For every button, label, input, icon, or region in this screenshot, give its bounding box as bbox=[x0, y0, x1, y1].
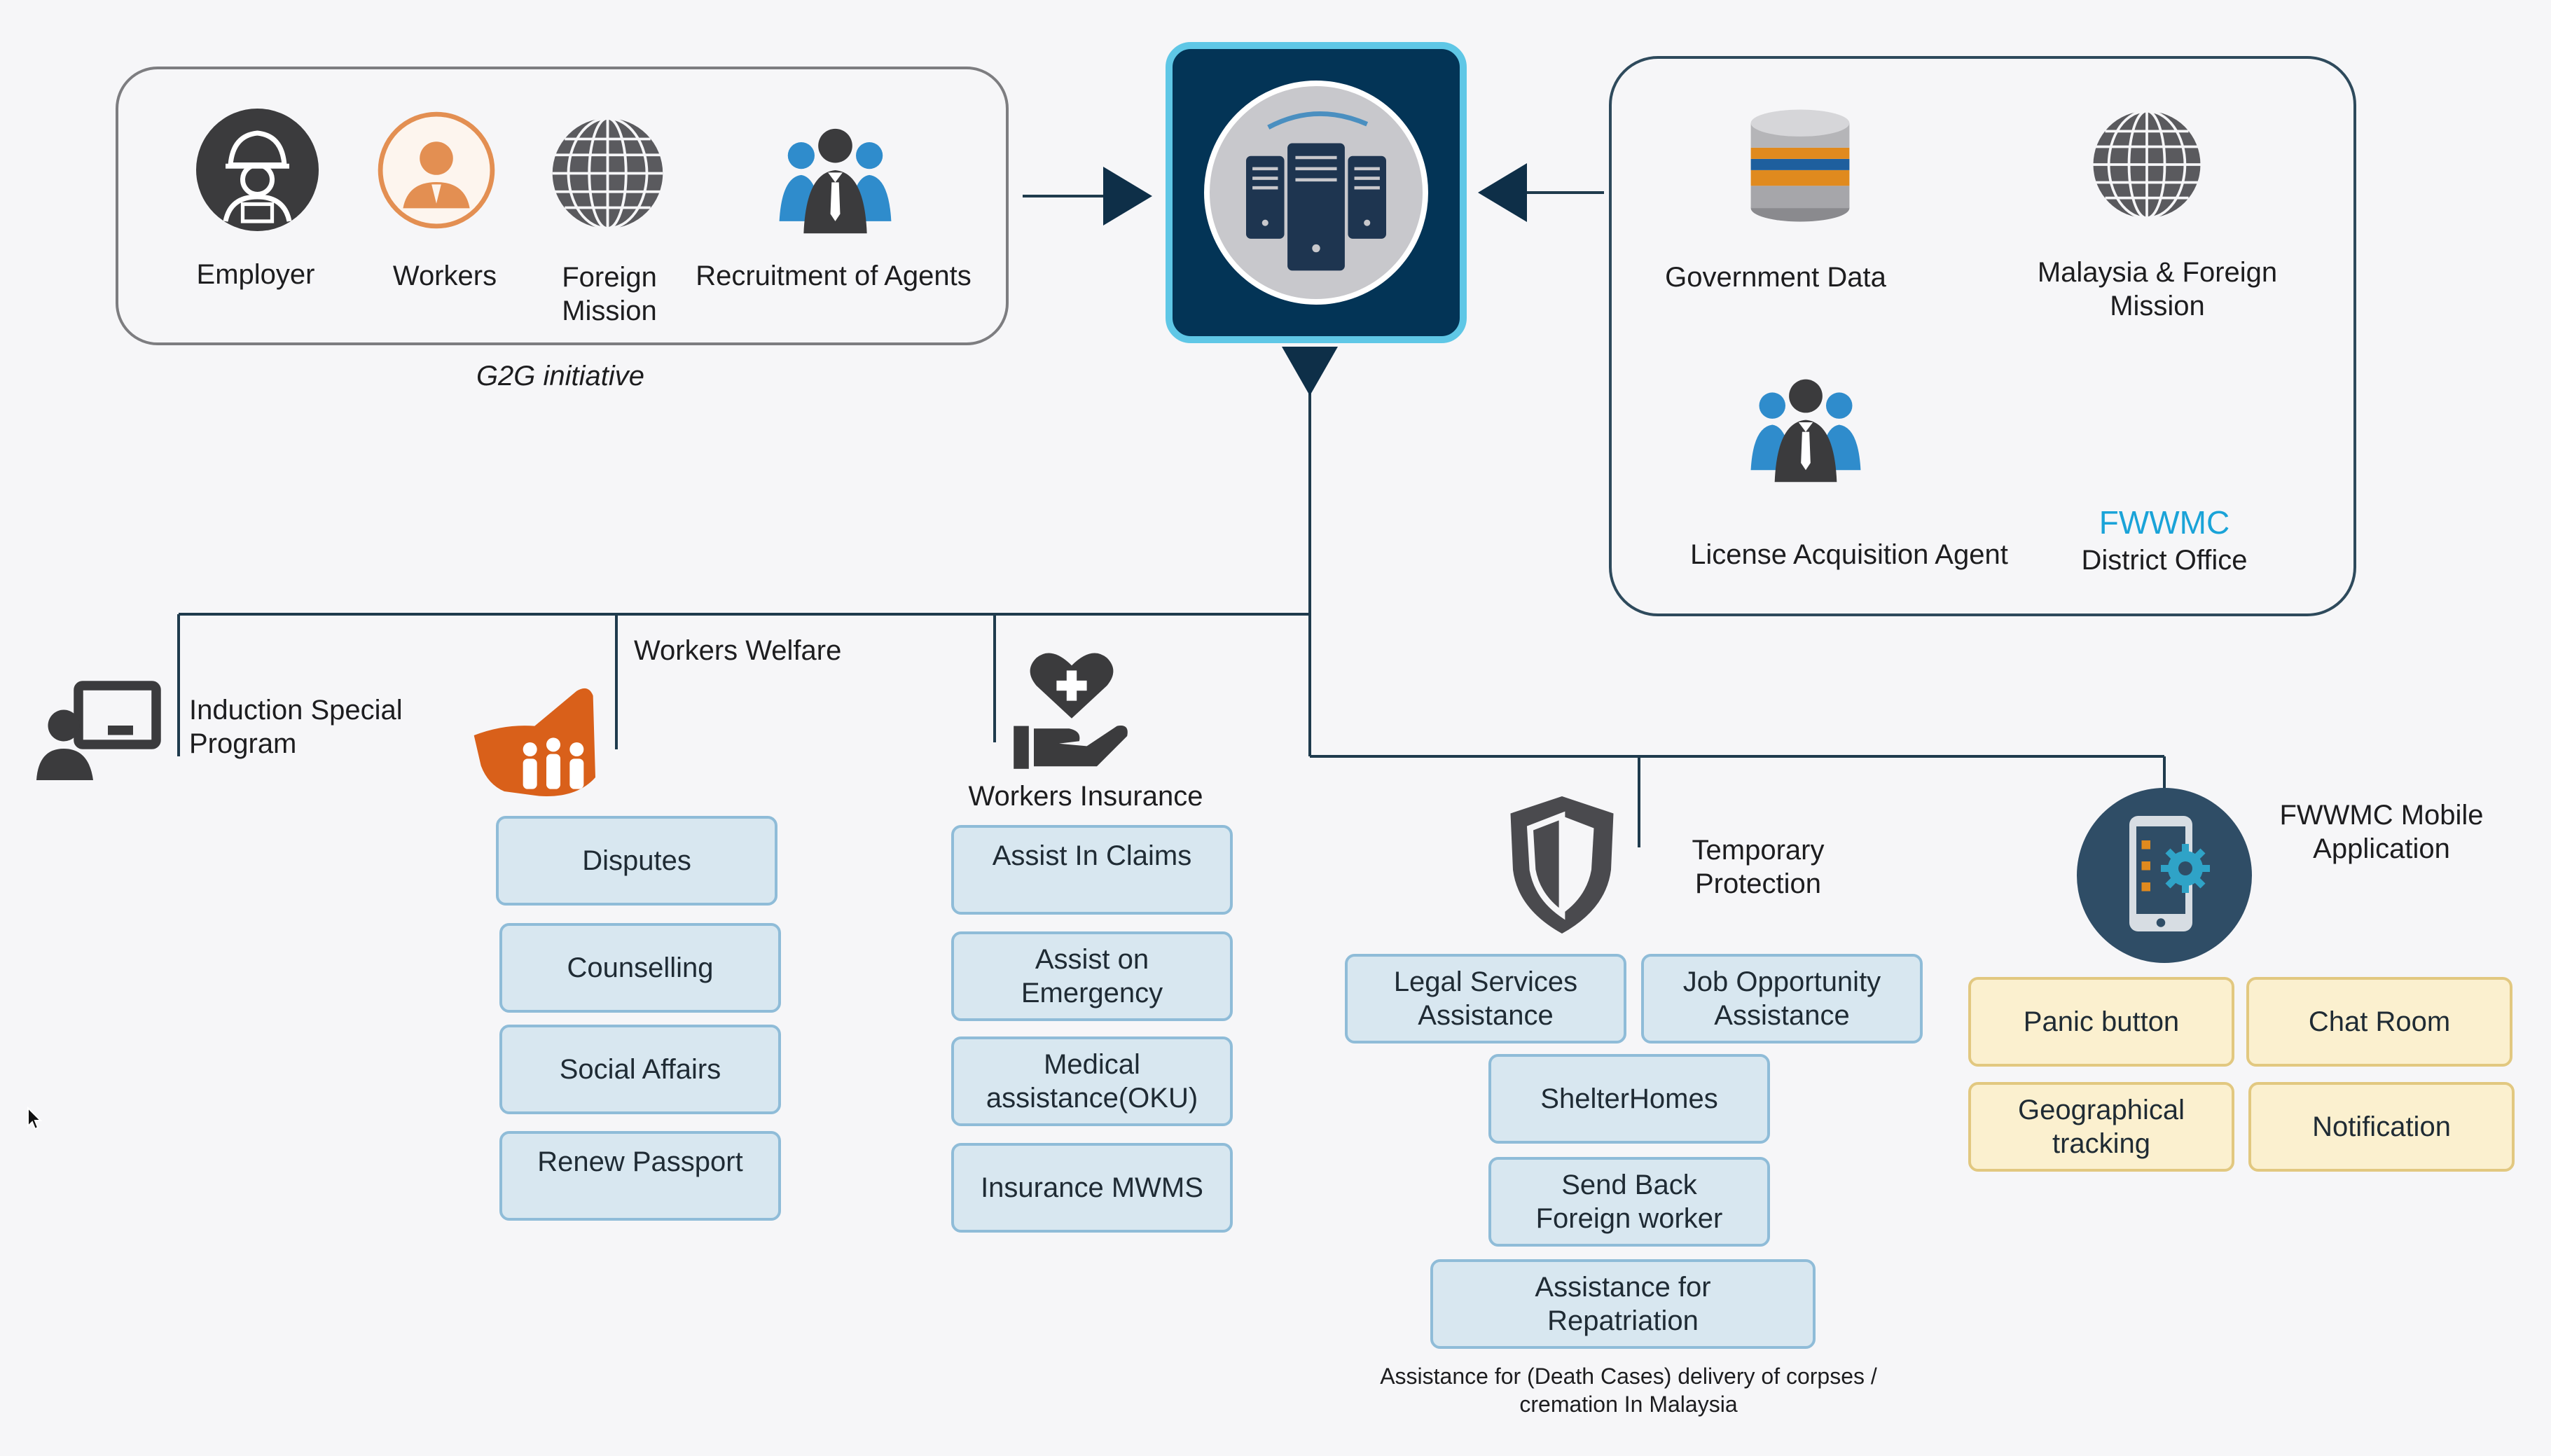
sources-arrow-head bbox=[1478, 163, 1527, 222]
panic-button-box: Panic button bbox=[1968, 977, 2234, 1067]
send-back-box: Send Back Foreign worker bbox=[1488, 1157, 1770, 1247]
renew-passport-box: Renew Passport bbox=[499, 1131, 781, 1221]
shield-icon bbox=[1510, 796, 1614, 934]
agents-group-icon bbox=[779, 128, 892, 234]
agents-group-icon bbox=[1750, 379, 1861, 483]
hub-down-arrow-head bbox=[1282, 347, 1338, 396]
chat-room-box: Chat Room bbox=[2246, 977, 2512, 1067]
recruitment-agents-label: Recruitment of Agents bbox=[696, 261, 972, 291]
workers-insurance-title: Workers Insurance bbox=[968, 781, 1203, 812]
helping-hand-icon bbox=[473, 688, 595, 796]
district-office-label: District Office bbox=[2081, 545, 2248, 576]
globe-icon bbox=[552, 116, 663, 230]
mobile-app-title: FWWMC Mobile Application bbox=[2279, 800, 2484, 864]
workers-label: Workers bbox=[392, 261, 497, 291]
geographical-tracking-box: Geographical tracking bbox=[1968, 1082, 2234, 1172]
malaysia-foreign-mission-label: Malaysia & Foreign Mission bbox=[2037, 257, 2278, 321]
medical-assistance-box: Medical assistance(OKU) bbox=[951, 1036, 1233, 1126]
workers-welfare-title: Workers Welfare bbox=[634, 635, 842, 666]
induction-label: Induction Special Program bbox=[189, 695, 403, 759]
health-insurance-icon bbox=[1014, 653, 1128, 769]
worker-helmet-icon bbox=[196, 109, 319, 231]
assist-emergency-box: Assist on Emergency bbox=[951, 931, 1233, 1021]
shelter-homes-box: ShelterHomes bbox=[1488, 1054, 1770, 1144]
assist-claims-box: Assist In Claims bbox=[951, 825, 1233, 915]
license-agent-label: License Acquisition Agent bbox=[1690, 539, 2008, 570]
mouse-cursor-icon bbox=[27, 1107, 43, 1130]
social-affairs-box: Social Affairs bbox=[499, 1025, 781, 1114]
database-icon bbox=[1750, 109, 1850, 222]
g2g-arrow-head bbox=[1103, 167, 1152, 226]
disputes-box: Disputes bbox=[496, 816, 777, 906]
presentation-icon bbox=[36, 681, 161, 780]
government-data-label: Government Data bbox=[1665, 262, 1886, 293]
job-opportunity-box: Job Opportunity Assistance bbox=[1641, 954, 1923, 1044]
globe-icon bbox=[2093, 109, 2201, 220]
repatriation-box: Assistance for Repatriation bbox=[1430, 1259, 1816, 1349]
employer-label: Employer bbox=[196, 259, 315, 290]
counselling-box: Counselling bbox=[499, 923, 781, 1013]
mobile-app-icon bbox=[2077, 788, 2252, 963]
worker-icon bbox=[378, 111, 495, 229]
legal-services-box: Legal Services Assistance bbox=[1345, 954, 1626, 1044]
insurance-mwms-box: Insurance MWMS bbox=[951, 1143, 1233, 1233]
foreign-mission-label: Foreign Mission bbox=[562, 262, 657, 326]
temporary-protection-title: Temporary Protection bbox=[1692, 835, 1825, 899]
fwwmc-label: FWWMC bbox=[2099, 504, 2230, 541]
repatriation-note: Assistance for (Death Cases) delivery of… bbox=[1380, 1364, 1877, 1417]
notification-box: Notification bbox=[2248, 1082, 2515, 1172]
g2g-caption: G2G initiative bbox=[476, 361, 645, 391]
server-icon bbox=[1246, 111, 1386, 271]
central-hub bbox=[1166, 42, 1467, 343]
sources-panel bbox=[1609, 56, 2356, 616]
